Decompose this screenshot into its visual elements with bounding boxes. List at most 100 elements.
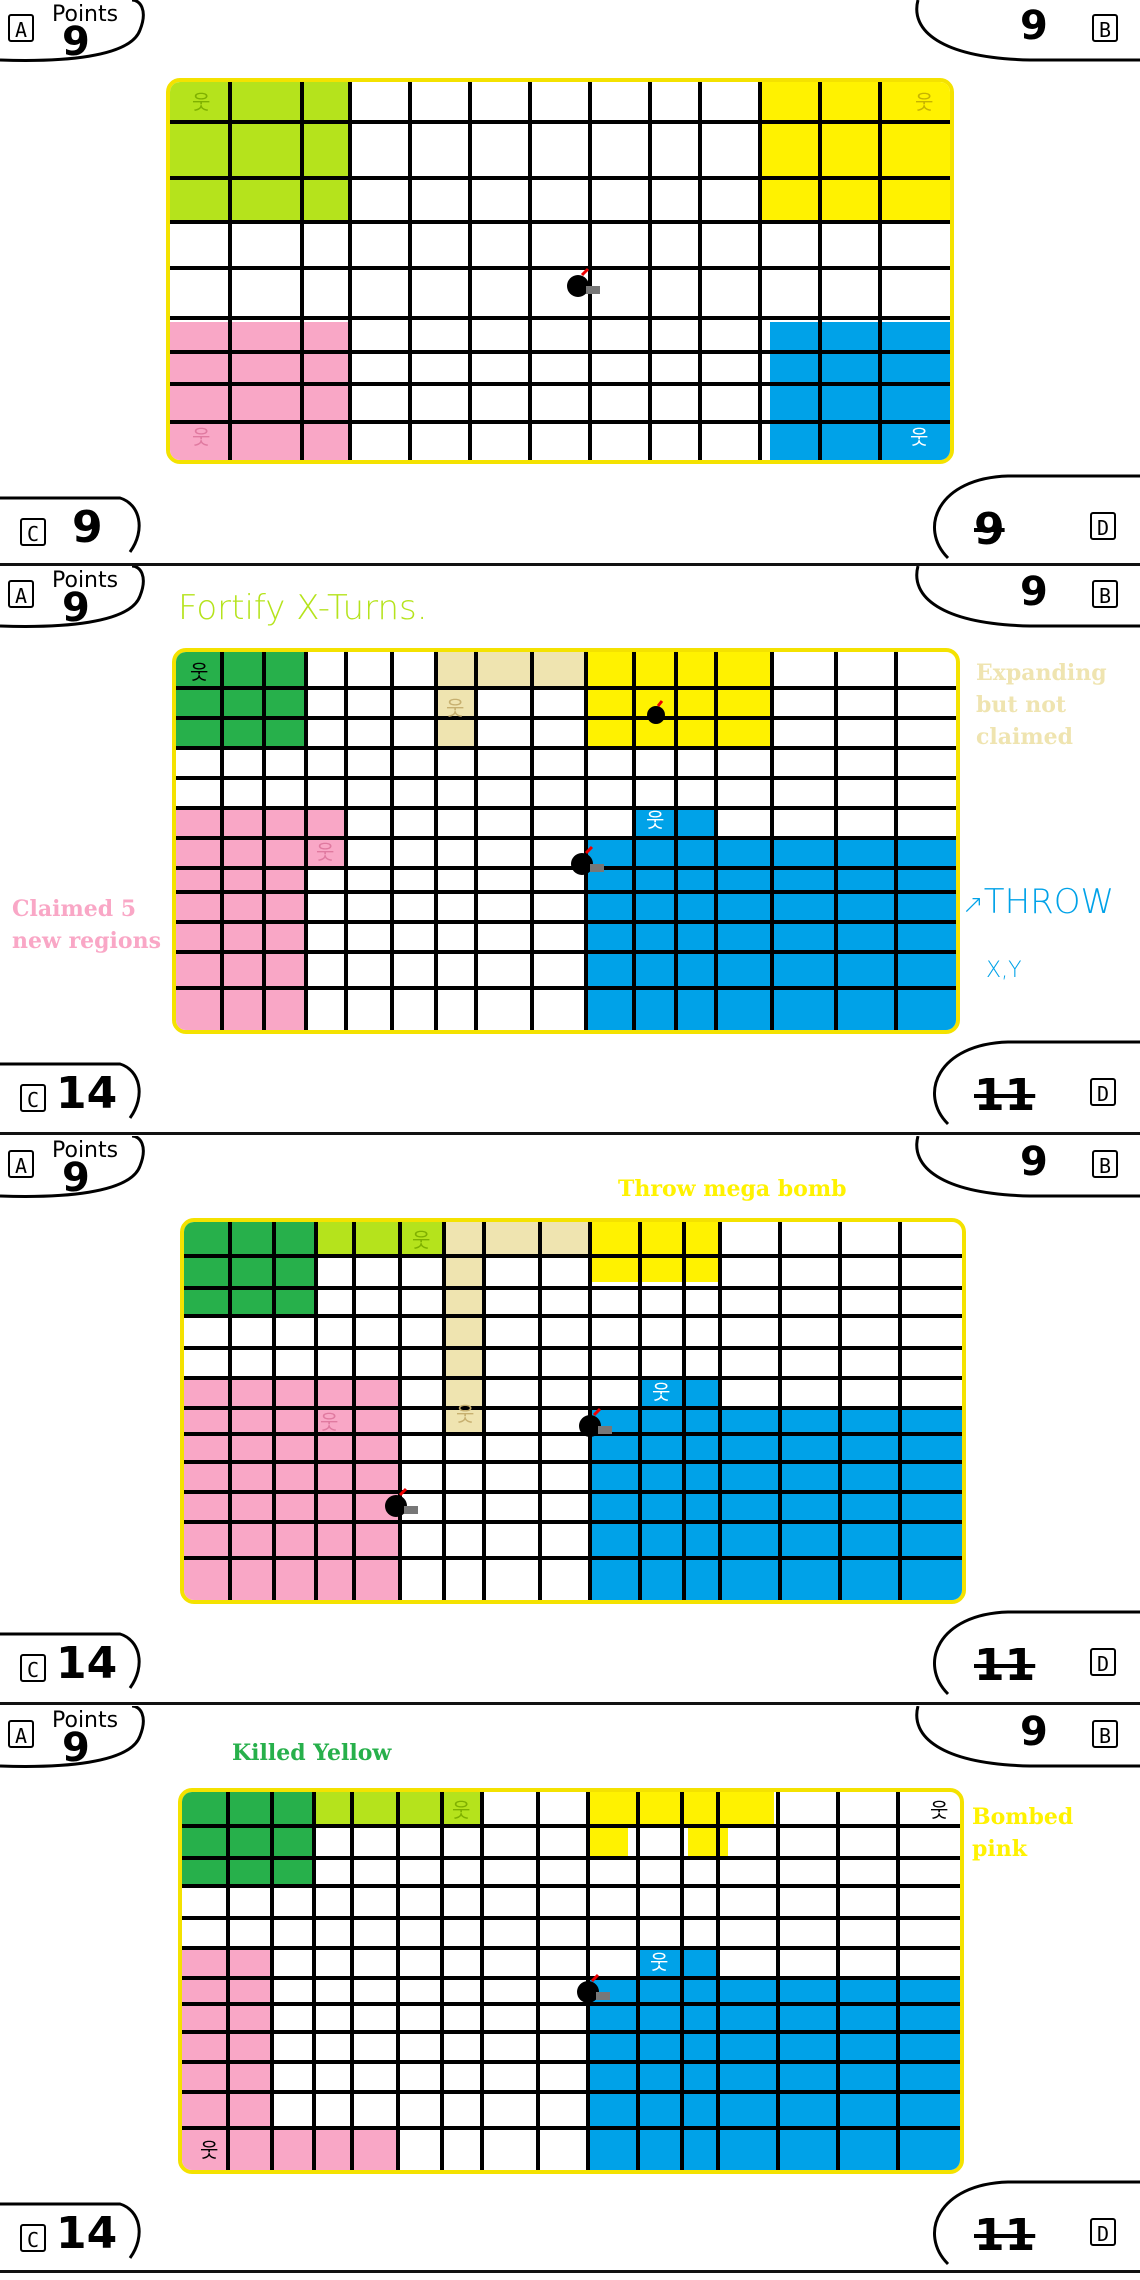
player-d-points: 9 <box>974 504 1005 555</box>
player-c-score-badge: C 9 <box>0 490 150 560</box>
game-board[interactable]: 웃 웃 웃 웃 <box>166 78 954 464</box>
player-figure-icon: 웃 <box>446 696 465 720</box>
player-b-letter: B <box>1092 1150 1118 1178</box>
player-figure-icon: 웃 <box>452 1798 471 1822</box>
player-d-score-badge: 11 D <box>918 1034 1140 1130</box>
annotation-throw: ↗THROW <box>962 882 1114 922</box>
player-d-points: 11 <box>974 1640 1036 1691</box>
player-figure-icon: 웃 <box>652 1380 671 1404</box>
player-a-score-badge: A Points 9 <box>0 1706 150 1768</box>
player-b-letter: B <box>1092 580 1118 608</box>
player-figure-icon: 웃 <box>200 2138 219 2162</box>
player-c-score-badge: C 14 <box>0 2196 150 2266</box>
player-d-score-badge: 11 D <box>918 2174 1140 2270</box>
throw-arrow-icon: ↗ <box>962 890 984 920</box>
annotation-fortify: Fortify X-Turns. <box>178 588 428 628</box>
player-b-letter: B <box>1092 14 1118 42</box>
player-b-score-badge: 9 B <box>910 1136 1140 1198</box>
player-figure-icon: 웃 <box>646 808 665 832</box>
player-c-points: 14 <box>56 1638 118 1689</box>
player-a-letter: A <box>8 1720 34 1748</box>
player-b-score-badge: 9 B <box>910 566 1140 628</box>
player-figure-icon: 웃 <box>910 425 929 449</box>
player-c-letter: C <box>20 1084 46 1112</box>
player-figure-icon: 웃 <box>412 1228 431 1252</box>
player-a-letter: A <box>8 580 34 608</box>
player-d-points: 11 <box>974 1070 1036 1121</box>
points-label: Points <box>52 1138 119 1163</box>
player-c-score-badge: C 14 <box>0 1626 150 1696</box>
player-b-score-badge: 9 B <box>910 0 1140 62</box>
board-grid <box>182 1792 960 2170</box>
player-b-score-badge: 9 B <box>910 1706 1140 1768</box>
player-figure-icon: 웃 <box>192 90 211 114</box>
player-d-letter: D <box>1090 2218 1116 2246</box>
annotation-expanding: Expanding but not claimed <box>976 660 1107 750</box>
player-b-points: 9 <box>1020 1139 1048 1185</box>
player-figure-icon: 웃 <box>190 660 209 684</box>
bomb-icon <box>577 1973 610 2003</box>
player-b-points: 9 <box>1020 1709 1048 1755</box>
player-c-letter: C <box>20 2224 46 2252</box>
player-figure-icon: 웃 <box>456 1402 475 1426</box>
game-panel-3: A Points 9 Throw mega bomb 9 B <box>0 1136 1140 1704</box>
player-d-score-badge: 11 D <box>918 1604 1140 1700</box>
player-a-points: 9 <box>62 19 90 65</box>
game-panel-4: A Points 9 Killed Yellow 9 B <box>0 1706 1140 2274</box>
player-figure-icon: 웃 <box>930 1798 949 1822</box>
game-board[interactable]: 웃 웃 웃 웃 <box>172 648 960 1034</box>
player-c-points: 14 <box>56 1068 118 1119</box>
player-b-letter: B <box>1092 1720 1118 1748</box>
points-label: Points <box>52 568 119 593</box>
game-panel-2: A Points 9 Fortify X-Turns. 9 B <box>0 566 1140 1134</box>
annotation-bombed-pink: Bombed pink <box>972 1804 1074 1862</box>
player-a-letter: A <box>8 14 34 42</box>
player-figure-icon: 웃 <box>316 840 335 864</box>
player-d-score-badge: 9 D <box>918 468 1140 564</box>
board-grid <box>184 1222 962 1600</box>
player-b-points: 9 <box>1020 3 1048 49</box>
panel-divider <box>0 2270 1140 2273</box>
player-b-points: 9 <box>1020 569 1048 615</box>
bomb-icon <box>647 700 665 724</box>
player-d-letter: D <box>1090 1078 1116 1106</box>
bomb-icon <box>571 845 604 875</box>
annotation-claimed: Claimed 5 new regions <box>12 896 161 954</box>
board-grid <box>170 82 950 460</box>
player-a-score-badge: A Points 9 <box>0 1136 150 1198</box>
player-a-points: 9 <box>62 1725 90 1771</box>
board-grid <box>176 652 956 1030</box>
bomb-icon <box>385 1487 418 1517</box>
player-a-points: 9 <box>62 585 90 631</box>
bomb-icon <box>579 1407 612 1437</box>
panel-divider <box>0 563 1140 566</box>
player-figure-icon: 웃 <box>915 90 934 114</box>
player-d-letter: D <box>1090 512 1116 540</box>
panel-divider <box>0 1132 1140 1135</box>
player-c-points: 9 <box>72 502 103 553</box>
player-figure-icon: 웃 <box>192 425 211 449</box>
player-a-score-badge: A Points 9 <box>0 566 150 628</box>
annotation-throw-mega-bomb: Throw mega bomb <box>618 1176 847 1202</box>
player-d-letter: D <box>1090 1648 1116 1676</box>
player-c-points: 14 <box>56 2208 118 2259</box>
player-c-letter: C <box>20 1654 46 1682</box>
game-panel-1: A Points 9 9 B 웃 <box>0 0 1140 568</box>
bomb-icon <box>567 267 600 297</box>
player-d-points: 11 <box>974 2210 1036 2261</box>
player-c-score-badge: C 14 <box>0 1056 150 1126</box>
panel-divider <box>0 1702 1140 1705</box>
annotation-throw-label: THROW <box>983 882 1115 922</box>
annotation-killed-yellow: Killed Yellow <box>232 1740 392 1766</box>
player-a-letter: A <box>8 1150 34 1178</box>
player-figure-icon: 웃 <box>320 1410 339 1434</box>
points-label: Points <box>52 1708 119 1733</box>
annotation-throw-xy: X,Y <box>986 958 1022 983</box>
player-a-points: 9 <box>62 1155 90 1201</box>
player-c-letter: C <box>20 518 46 546</box>
player-a-score-badge: A Points 9 <box>0 0 150 62</box>
game-board[interactable]: 웃 웃 웃 웃 <box>178 1788 964 2174</box>
game-board[interactable]: 웃 웃 웃 웃 <box>180 1218 966 1604</box>
player-figure-icon: 웃 <box>650 1950 669 1974</box>
points-label: Points <box>52 2 119 27</box>
